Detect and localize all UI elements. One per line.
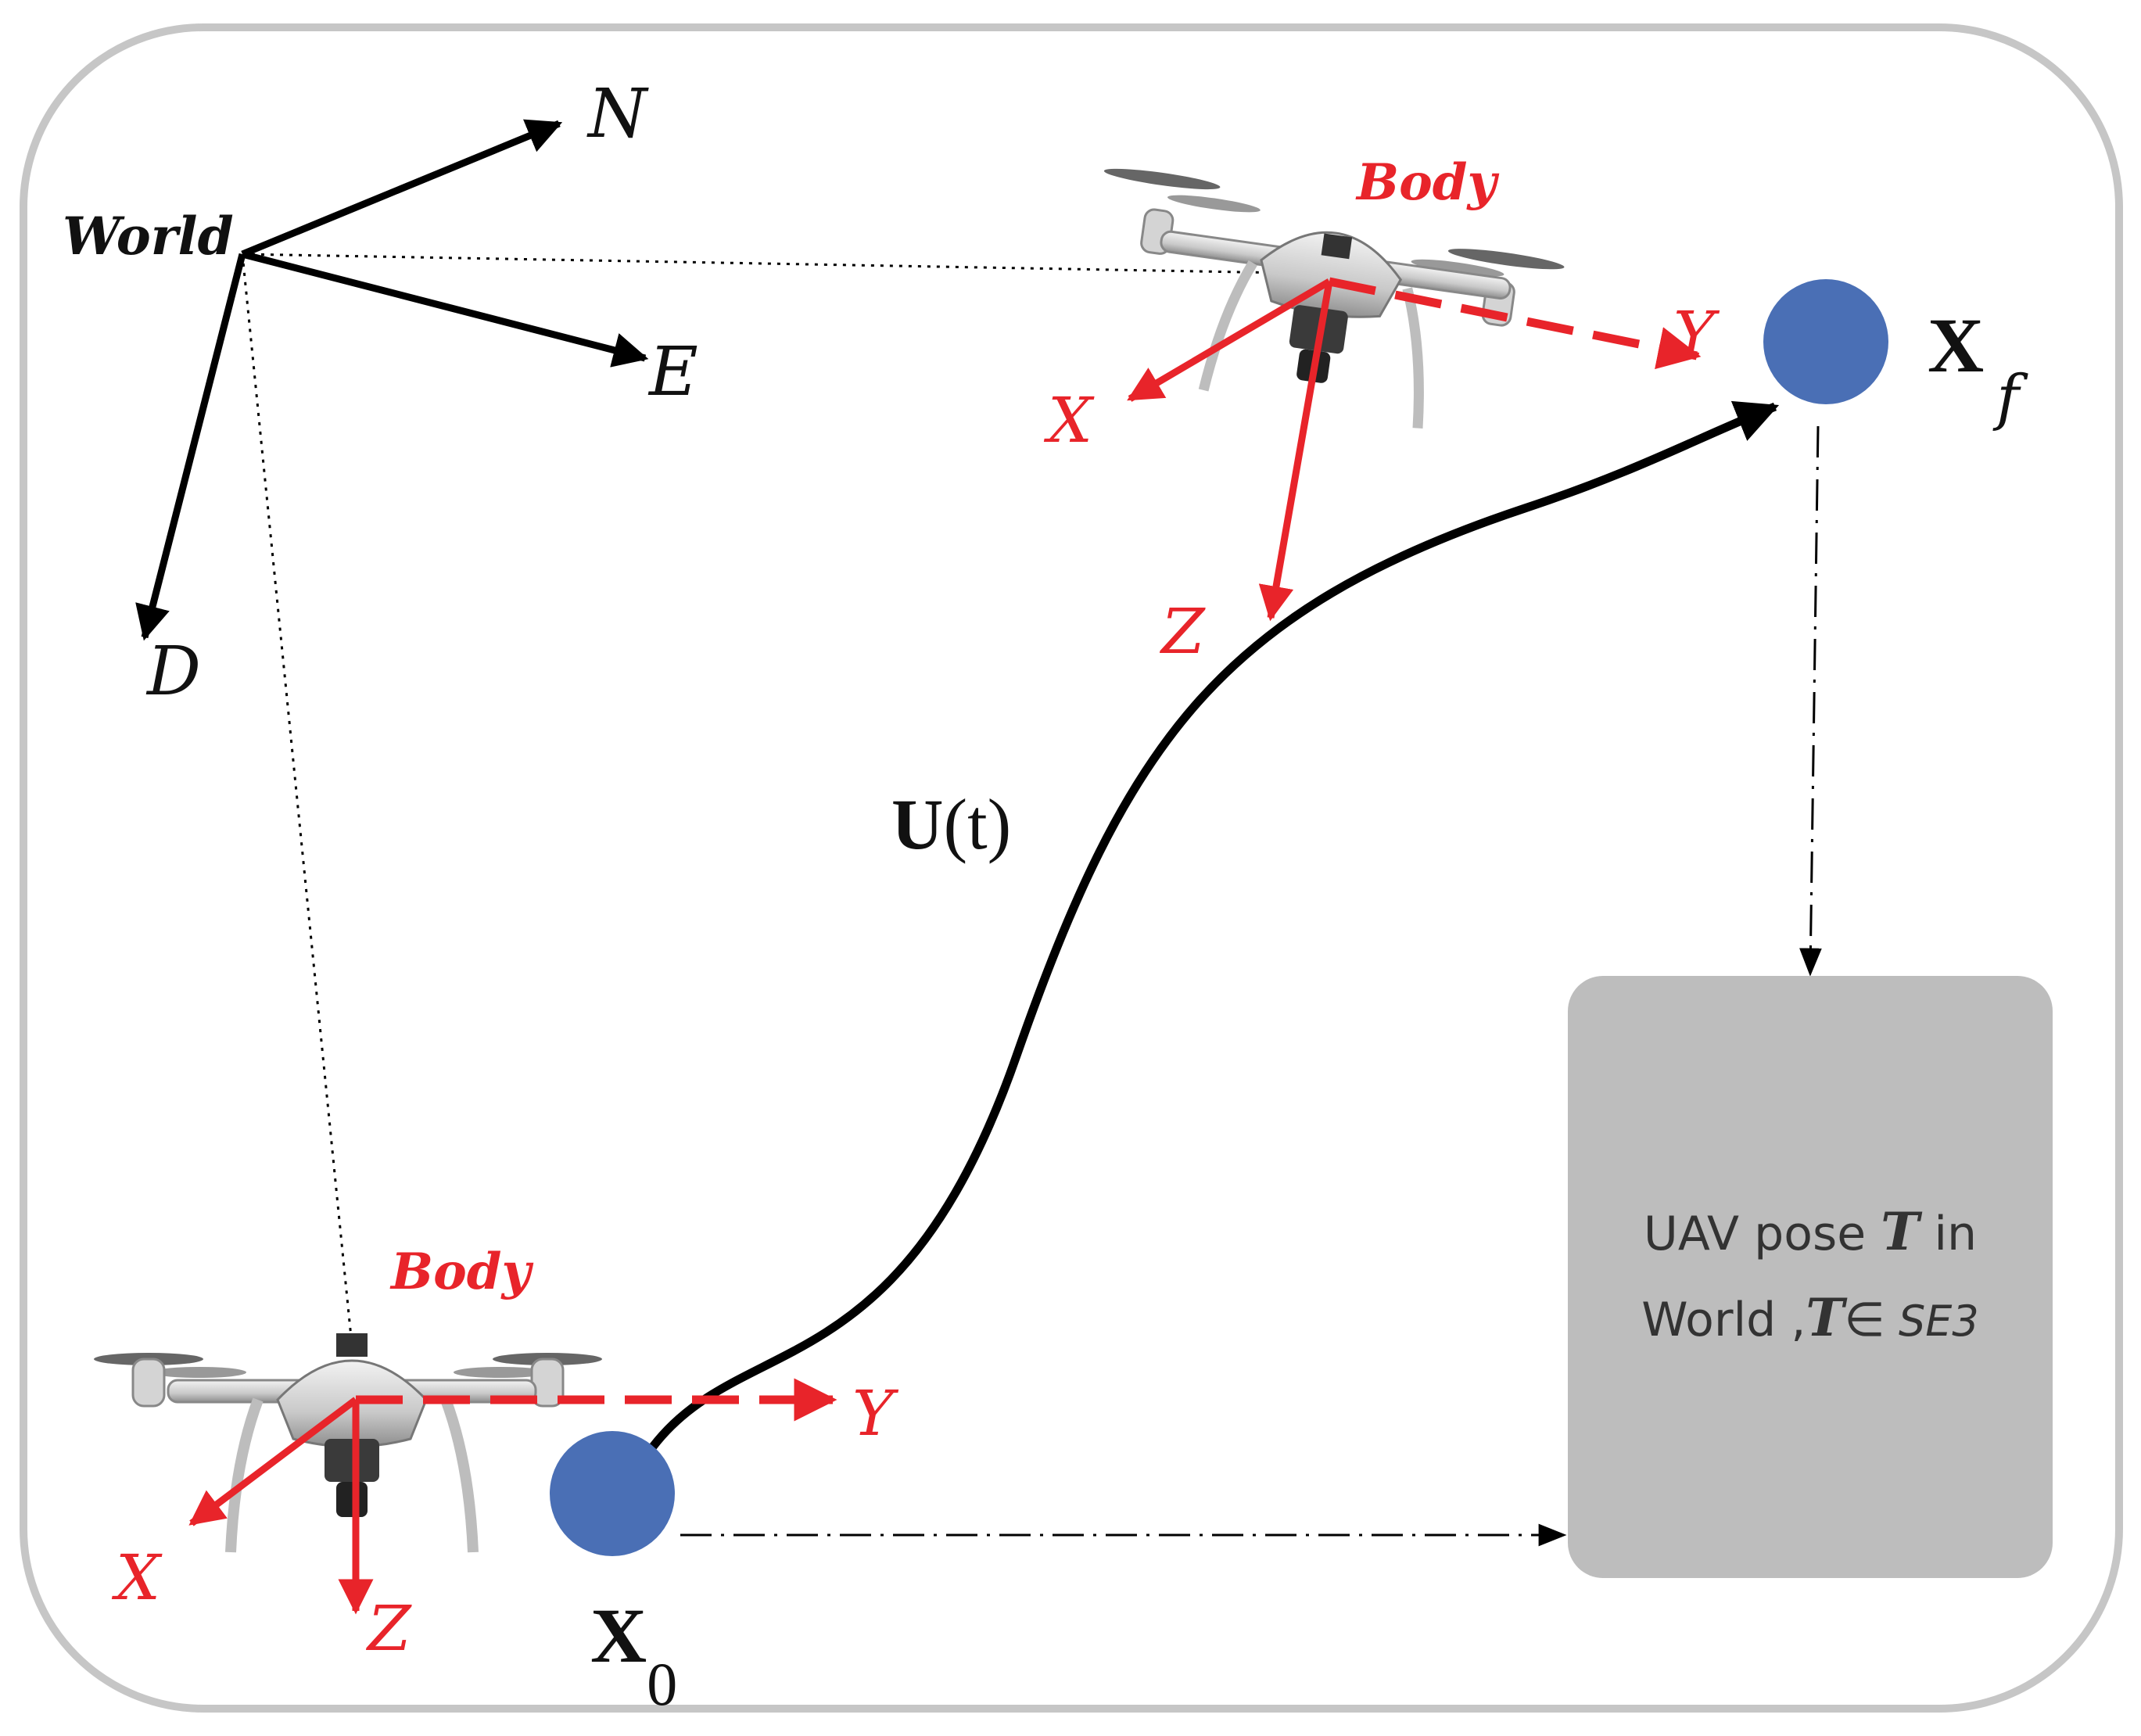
start-drone: Body Y X Z — [94, 1243, 899, 1665]
start-body-y-label: Y — [852, 1377, 899, 1450]
start-state-label: X0 — [590, 1592, 677, 1718]
pose-line2-member: ∈ — [1845, 1293, 1885, 1347]
north-axis-arrow — [241, 119, 563, 258]
east-label: E — [647, 333, 698, 411]
goal-body-label: Body — [1355, 153, 1500, 212]
pose-line1-symbol: T — [1881, 1201, 1923, 1262]
goal-state-symbol: X — [1928, 302, 1984, 389]
start-body-x-label: X — [111, 1541, 163, 1614]
world-to-goal-link — [242, 253, 1330, 275]
pose-box: UAV pose T in World ,T∈ SE3 — [1568, 976, 2053, 1578]
world-label: World — [63, 206, 234, 267]
north-label: N — [586, 75, 649, 153]
pose-box-line1: UAV pose T in — [1644, 1201, 1977, 1262]
goal-drone: Body Y X Z — [1043, 153, 1720, 668]
goal-state-node — [1763, 279, 1888, 404]
down-label: D — [145, 633, 201, 711]
goal-body-z-axis — [1258, 281, 1333, 622]
world-frame: World N E D — [63, 75, 698, 711]
pose-line1-prefix: UAV pose — [1644, 1207, 1881, 1261]
goal-body-x-axis — [1127, 278, 1332, 402]
control-input-label: U(t) — [891, 784, 1011, 864]
pose-box-line2: World ,T∈ SE3 — [1641, 1287, 1978, 1348]
pose-box-rect — [1568, 976, 2053, 1578]
pose-line2-prefix: World , — [1641, 1293, 1806, 1347]
goal-body-y-label: Y — [1673, 298, 1720, 371]
east-axis-arrow — [241, 250, 649, 368]
pose-line2-group: SE3 — [1885, 1297, 1979, 1346]
pose-line2-symbol: T — [1806, 1287, 1848, 1348]
control-input-symbol: U — [891, 784, 943, 864]
control-input-argument: (t) — [943, 784, 1011, 864]
start-body-z-label: Z — [365, 1592, 412, 1665]
start-state-node — [550, 1431, 675, 1556]
start-body-x-axis — [188, 1397, 358, 1526]
goal-body-z-label: Z — [1159, 595, 1206, 668]
trajectory-curve — [649, 400, 1780, 1450]
goal-body-x-label: X — [1043, 384, 1095, 457]
start-body-label: Body — [389, 1243, 534, 1301]
down-axis-arrow — [135, 253, 246, 641]
goal-to-pose-connector — [1799, 425, 1822, 977]
pose-line1-suffix: in — [1919, 1207, 1977, 1261]
goal-body-y-axis — [1328, 277, 1702, 370]
start-state-subscript: 0 — [647, 1650, 677, 1718]
start-state-symbol: X — [590, 1592, 647, 1679]
